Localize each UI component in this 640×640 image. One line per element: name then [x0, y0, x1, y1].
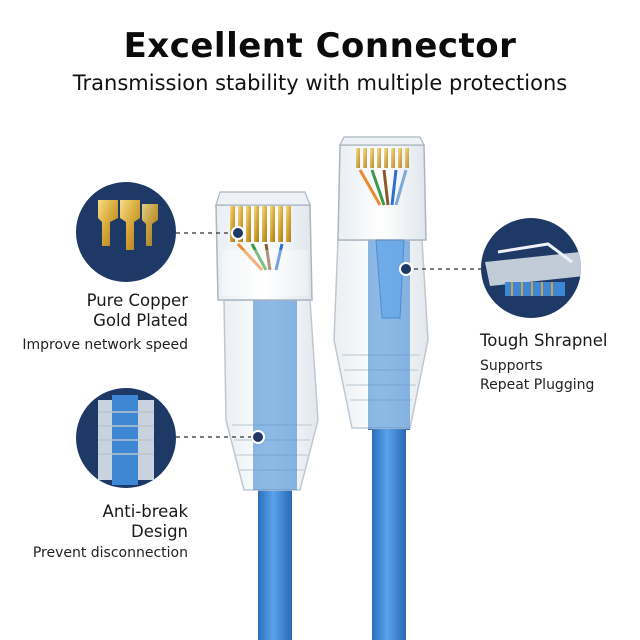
shrapnel-note-line2: Repeat Plugging [480, 377, 595, 393]
copper-note: Improve network speed [22, 337, 188, 353]
antibreak-note: Prevent disconnection [32, 545, 188, 561]
page-title: Excellent Connector [123, 26, 517, 66]
right-connector [333, 136, 429, 640]
badge-boot [76, 388, 176, 488]
page-subtitle: Transmission stability with multiple pro… [72, 71, 568, 95]
antibreak-label-line2: Design [131, 522, 188, 541]
copper-label-line1: Pure Copper [86, 291, 188, 310]
shrapnel-note-line1: Supports [480, 358, 543, 374]
left-connector [215, 191, 319, 640]
badge-shrapnel [481, 218, 581, 318]
antibreak-label-line1: Anti-break [102, 502, 188, 521]
badge-gold-pins [76, 182, 176, 282]
callout-lines [176, 232, 481, 438]
shrapnel-label: Tough Shrapnel [480, 331, 608, 350]
copper-label-line2: Gold Plated [93, 311, 188, 330]
